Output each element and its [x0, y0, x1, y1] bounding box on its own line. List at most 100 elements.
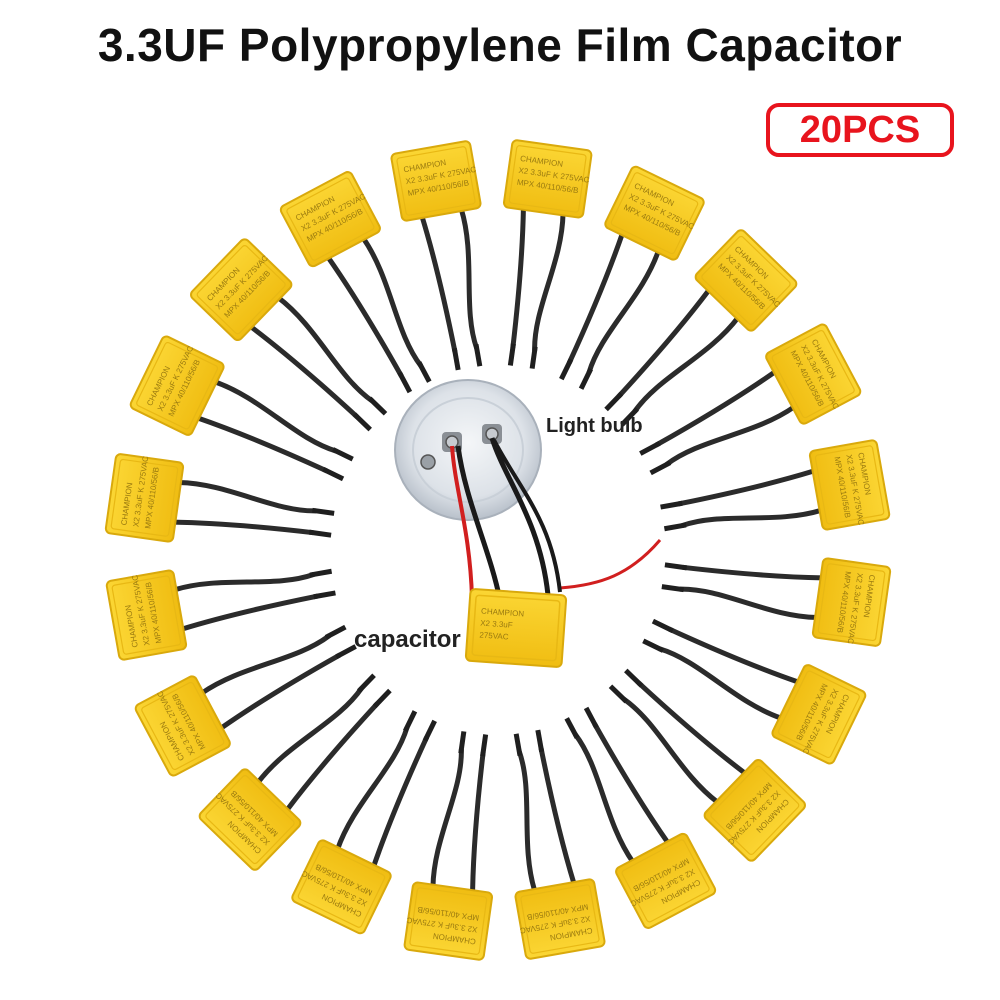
lead-tip — [624, 668, 644, 688]
lead-wire — [178, 479, 317, 514]
lead-tip — [535, 729, 545, 753]
lead-tip — [559, 358, 574, 381]
svg-text:275VAC: 275VAC — [479, 630, 509, 641]
lead-tip — [661, 584, 684, 593]
lead-wire — [573, 732, 635, 864]
lead-wire — [218, 652, 342, 731]
lead-wire — [664, 404, 796, 467]
lead-wire — [566, 232, 625, 364]
capacitor-inner-border — [508, 145, 587, 213]
lead-tip — [608, 684, 629, 704]
lead-tip — [651, 618, 674, 633]
lead-tip — [604, 391, 624, 412]
lead-tip — [335, 644, 357, 659]
lead-wire — [335, 726, 410, 851]
capacitor-body — [198, 768, 302, 871]
lead-wire — [276, 295, 374, 404]
lead-wire — [200, 633, 332, 696]
capacitor-inner-border — [136, 341, 219, 430]
lead-tip — [416, 361, 432, 383]
lead-wire — [361, 236, 423, 368]
lead-wire — [180, 593, 319, 632]
lead-tip — [513, 733, 523, 756]
lead-wire — [592, 722, 671, 845]
red-wire-1 — [450, 445, 474, 599]
lead-wire — [510, 207, 526, 348]
black-wire-2 — [489, 437, 551, 596]
light-bulb-base — [394, 379, 542, 521]
capacitor-body — [615, 832, 717, 929]
lead-wire — [325, 255, 404, 378]
lead-tip — [583, 706, 599, 729]
capacitor-inner-border — [111, 575, 182, 655]
lead-tip — [564, 717, 580, 739]
capacitor-body — [104, 453, 185, 543]
page-title: 3.3UF Polypropylene Film Capacitor — [97, 19, 903, 71]
lead-tip — [649, 460, 672, 476]
lead-tip — [397, 371, 413, 394]
capacitor-body — [279, 171, 381, 268]
lead-tip — [663, 522, 687, 532]
lead-tip — [309, 568, 333, 578]
capacitor-inner-border — [141, 681, 225, 770]
capacitor-body — [771, 664, 867, 765]
lead-tip — [324, 624, 347, 640]
lead-wire — [430, 749, 464, 887]
capacitor-body — [134, 675, 231, 777]
lead-wire — [419, 215, 458, 353]
capacitor-inner-border — [610, 172, 699, 255]
capacitor-inner-border — [409, 887, 488, 955]
lead-wire — [682, 564, 823, 581]
lead-tip — [356, 673, 376, 693]
svg-text:X2 3.3uF: X2 3.3uF — [480, 619, 513, 630]
lead-wire — [654, 369, 778, 448]
capacitor-inner-border — [710, 765, 800, 856]
svg-text:CHAMPION: CHAMPION — [481, 607, 525, 619]
capacitor-body — [604, 165, 705, 261]
lead-wire — [586, 249, 661, 374]
lead-wire — [173, 519, 314, 536]
lead-tip — [367, 396, 388, 416]
lead-wire — [196, 415, 328, 474]
lead-wire — [681, 507, 823, 528]
capacitor-body — [765, 323, 862, 425]
lead-wire — [516, 750, 538, 892]
capacitor-inner-border — [817, 563, 886, 642]
capacitor-inner-border — [196, 244, 286, 335]
lead-tip — [507, 343, 516, 366]
capacitor-inner-border — [297, 845, 386, 928]
capacitor-label: capacitor — [354, 626, 461, 653]
lead-wire — [213, 379, 338, 454]
lead-wire — [284, 701, 380, 812]
lead-wire — [677, 468, 816, 507]
center-capacitor: CHAMPION X2 3.3uF 275VAC — [464, 588, 568, 668]
light-bulb-label: Light bulb — [546, 415, 643, 437]
capacitor-inner-border — [286, 177, 375, 261]
black-wire-1 — [455, 445, 503, 601]
capacitor-inner-border — [520, 884, 600, 954]
lead-wire — [658, 646, 783, 721]
lead-tip — [313, 590, 336, 600]
black-wire-3 — [492, 439, 562, 593]
lead-tip — [664, 562, 688, 571]
lead-tip — [451, 347, 461, 371]
lead-tip — [458, 731, 467, 754]
lead-wire — [470, 752, 486, 893]
lead-tip — [312, 507, 335, 516]
capacitor-inner-border — [621, 839, 710, 923]
lead-tip — [422, 719, 437, 742]
